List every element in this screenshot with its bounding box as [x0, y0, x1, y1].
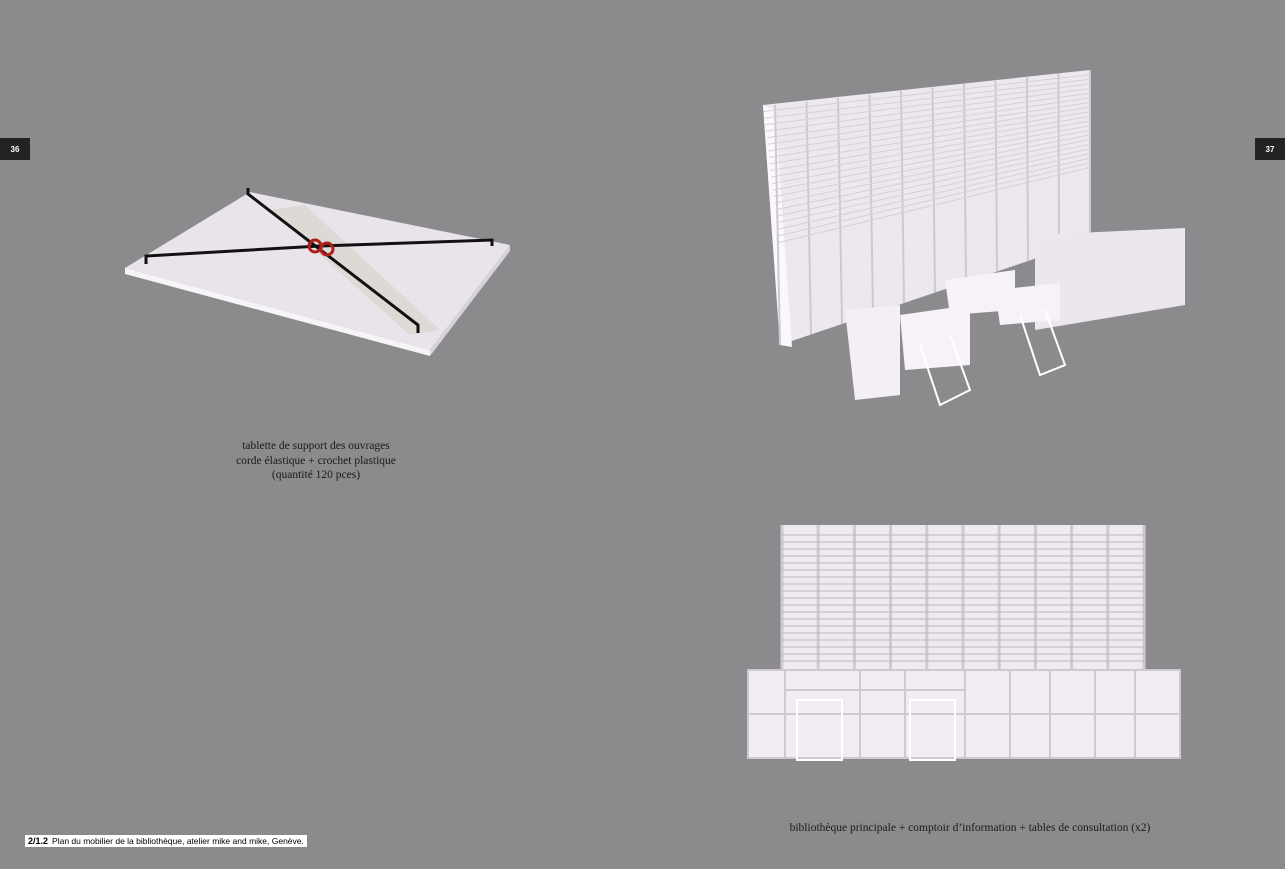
shelf-line: [776, 152, 1091, 224]
shelf-divider: [994, 80, 998, 272]
shelf-divider: [1057, 73, 1060, 251]
shelf-line: [764, 78, 1091, 119]
shelf-line: [769, 111, 1091, 165]
shelf-line: [769, 106, 1091, 158]
shelf-line: [776, 148, 1091, 217]
shelf-line: [779, 166, 1091, 243]
library-perspective-illustration: [763, 70, 1185, 407]
shelf-divider: [837, 97, 843, 325]
shelf-line: [770, 115, 1091, 171]
library-elevation-illustration: [747, 525, 1181, 761]
shelf-line: [763, 74, 1091, 113]
caption-line-1: tablette de support des ouvrages: [242, 440, 390, 452]
shelf-line: [771, 120, 1091, 178]
shelf-line: [775, 143, 1091, 211]
shelf-line: [767, 97, 1091, 145]
shelf-divider: [931, 87, 936, 293]
caption-line-2: corde élastique + crochet plastique: [236, 454, 396, 467]
shelf-line: [774, 139, 1091, 204]
shelf-line: [766, 92, 1091, 139]
shelf-line: [778, 162, 1091, 237]
page-number-right: 37: [1255, 138, 1285, 160]
figure-text: Plan du mobilier de la bibliothèque, ate…: [52, 836, 304, 846]
figure-number: 2/1.2: [28, 836, 49, 846]
shelf-divider: [900, 90, 905, 304]
shelf-divider: [868, 94, 874, 314]
shelf-line: [772, 129, 1091, 191]
page-number-left: 36: [0, 138, 30, 160]
shelf-divider: [963, 83, 967, 283]
shelf-line: [772, 125, 1091, 185]
shelf-line: [773, 134, 1091, 198]
shelf-divider: [1026, 76, 1029, 262]
library-caption: bibliothèque principale + comptoir d’inf…: [789, 822, 1151, 834]
shelf-divider: [774, 104, 781, 346]
book-support-tablet-illustration: [125, 188, 510, 356]
shelf-line: [766, 88, 1091, 132]
shelf-divider: [805, 101, 812, 335]
caption-line-3: (quantité 120 pces): [271, 469, 361, 481]
shelf-line: [765, 83, 1091, 126]
shelf-line: [768, 101, 1091, 152]
shelf-line: [777, 157, 1091, 230]
